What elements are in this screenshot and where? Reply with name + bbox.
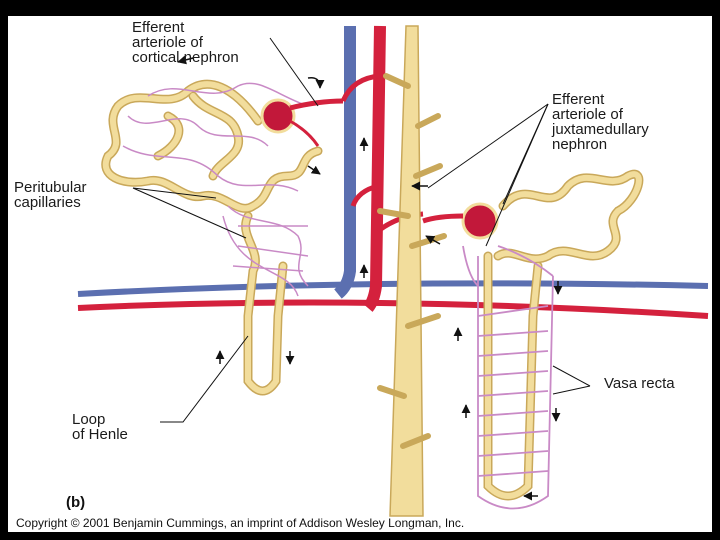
label-efferent-cortical: Efferent arteriole of cortical nephron bbox=[132, 20, 239, 65]
panel-letter: (b) bbox=[66, 494, 85, 511]
diagram-frame: Efferent arteriole of cortical nephron E… bbox=[8, 16, 712, 532]
label-loop-of-henle: Loop of Henle bbox=[72, 412, 128, 442]
label-peritubular-capillaries: Peritubular capillaries bbox=[14, 180, 87, 210]
label-efferent-juxtamedullary: Efferent arteriole of juxtamedullary nep… bbox=[552, 92, 649, 152]
juxtamedullary-tubule bbox=[488, 174, 639, 496]
interlobular-artery bbox=[368, 26, 380, 308]
copyright-text: Copyright © 2001 Benjamin Cummings, an i… bbox=[16, 516, 464, 530]
arcuate-artery bbox=[78, 303, 708, 316]
cortical-glomerulus bbox=[262, 100, 294, 132]
label-vasa-recta: Vasa recta bbox=[604, 376, 675, 391]
interlobular-vein bbox=[338, 26, 350, 294]
arcuate-vein bbox=[78, 283, 708, 294]
